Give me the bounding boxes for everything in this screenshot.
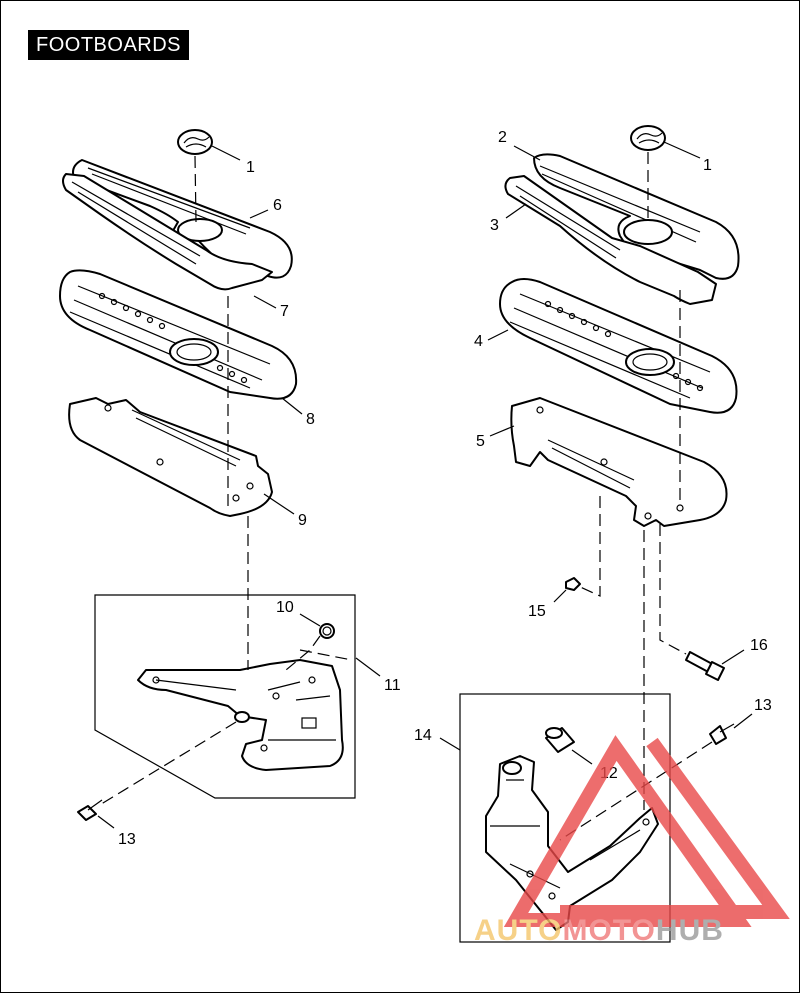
leader-lines [97, 141, 753, 829]
footboard-pad-right [533, 153, 740, 280]
rubber-mat-left [59, 269, 298, 400]
svg-text:AUTOMOTOHUB: AUTOMOTOHUB [474, 914, 724, 947]
callout-2: 2 [498, 129, 507, 146]
mat-holes-left [98, 292, 248, 384]
callout-1-left: 1 [246, 159, 255, 176]
watermark-logo: AUTOMOTOHUB [474, 735, 790, 947]
callout-14: 14 [414, 727, 432, 744]
bolt [685, 651, 725, 681]
alignment-lines [97, 152, 713, 841]
mat-holes-right [544, 300, 704, 392]
watermark-moto: MOTO [562, 914, 655, 947]
medallion-right [630, 125, 666, 151]
kit-box-11 [94, 594, 356, 799]
footboard-trim-left [62, 173, 273, 291]
page-title: FOOTBOARDS [28, 30, 190, 60]
callout-15: 15 [528, 603, 546, 620]
base-plate-left [68, 397, 273, 517]
watermark-triangle [503, 735, 790, 927]
callout-6: 6 [273, 197, 282, 214]
watermark-auto: AUTO [474, 914, 562, 947]
callout-8: 8 [306, 411, 315, 428]
screw-left [77, 799, 103, 821]
retaining-ring [319, 623, 335, 639]
medallion-left [177, 129, 213, 155]
callout-13-left: 13 [118, 831, 136, 848]
callout-4: 4 [474, 333, 483, 350]
callout-10: 10 [276, 599, 294, 616]
callout-16: 16 [750, 637, 768, 654]
nut [565, 577, 581, 591]
callout-9: 9 [298, 512, 307, 529]
rubber-mat-right [499, 278, 738, 414]
callout-11: 11 [384, 677, 401, 694]
footboard-trim-right [504, 175, 717, 305]
watermark-hub: HUB [656, 914, 724, 947]
callout-5: 5 [476, 433, 485, 450]
callout-13-right: 13 [754, 697, 772, 714]
footboard-pad-left [72, 159, 293, 279]
bracket-left [137, 659, 344, 771]
base-plate-right [510, 397, 728, 527]
callout-7: 7 [280, 303, 289, 320]
callout-3: 3 [490, 217, 499, 234]
bushing [545, 727, 575, 753]
callout-1-right: 1 [703, 157, 712, 174]
screw-right [709, 723, 735, 745]
